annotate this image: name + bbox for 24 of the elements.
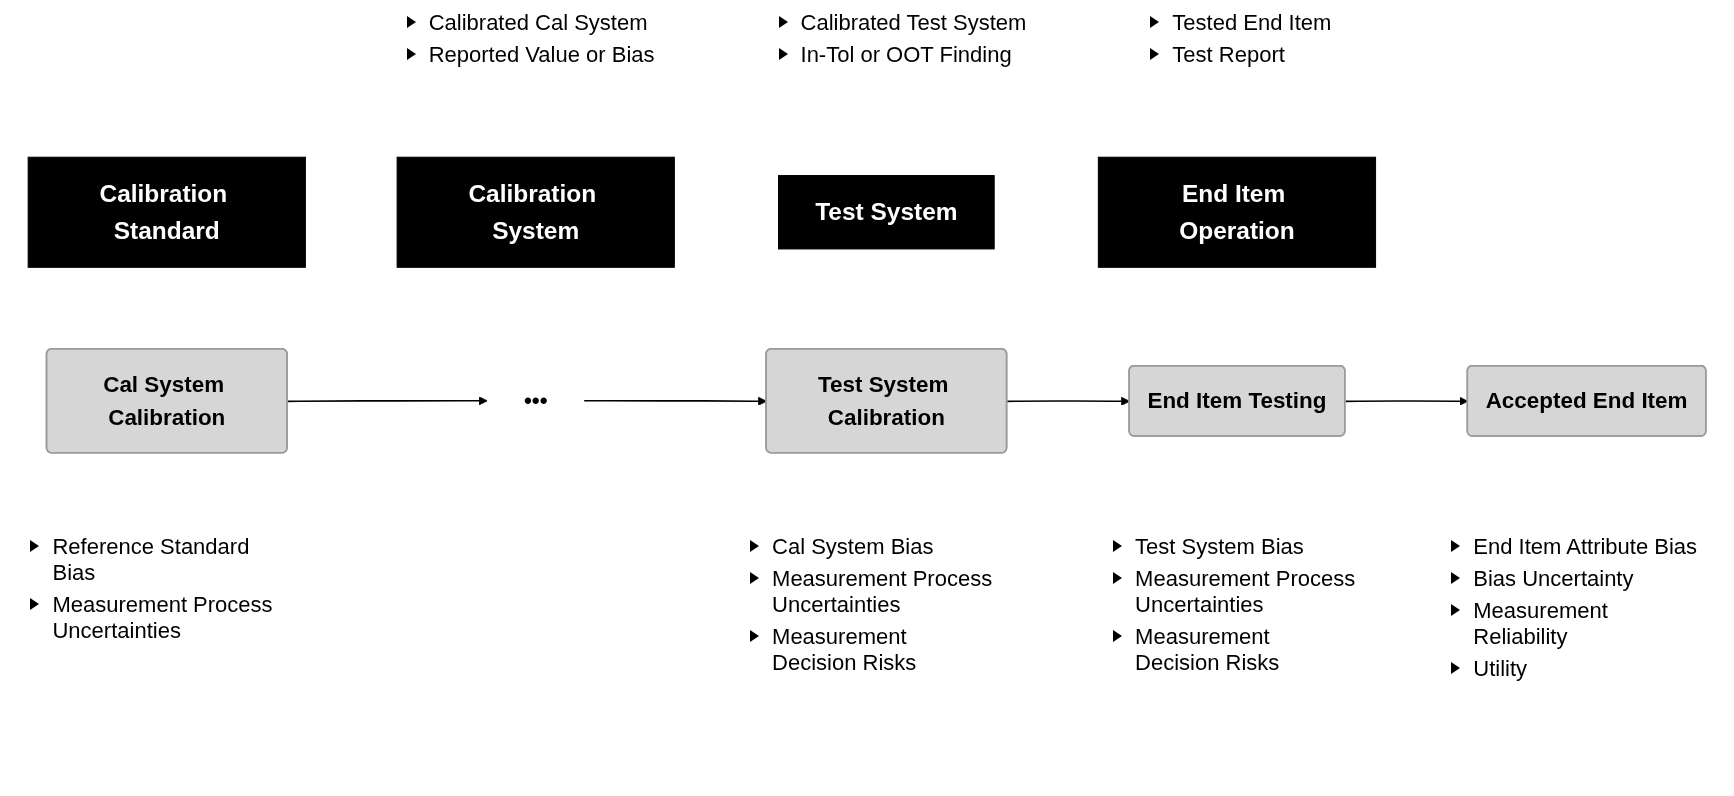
bullet-text: Measurement Process Uncertainties [746,566,997,618]
bullet-text: End Item Attribute Bias [1447,534,1698,560]
arrow [583,396,767,406]
bullet-text: In-Tol or OOT Finding [774,42,1027,68]
node-box: End Item Operation [1097,156,1377,268]
node-box: Test System [778,175,995,250]
node-text: ••• [523,388,548,414]
bullet-text: Test System Bias [1109,534,1360,560]
bullet-text: Test Report [1146,42,1332,68]
bullet-text: Calibrated Test System [774,10,1027,36]
bullet-text: Tested End Item [1146,10,1332,36]
bullet-text: Utility [1447,656,1698,682]
node-box: Calibration Standard [27,156,306,268]
bullet-text: Reported Value or Bias [402,42,655,68]
bullet-text: Bias Uncertainty [1447,566,1698,592]
bullet-text: Reference Standard Bias [26,534,277,586]
bullet-text: Calibrated Cal System [402,10,655,36]
bullet-text: Measurement Process Uncertainties [26,592,277,644]
bullet-text: Measurement Decision Risks [1109,624,1360,676]
bullet-text: Cal System Bias [746,534,997,560]
node-box: Calibration System [396,156,675,268]
bullet-text: Measurement Decision Risks [746,624,997,676]
bullet-text: Measurement Reliability [1447,598,1698,650]
bullet-text: Measurement Process Uncertainties [1109,566,1360,618]
